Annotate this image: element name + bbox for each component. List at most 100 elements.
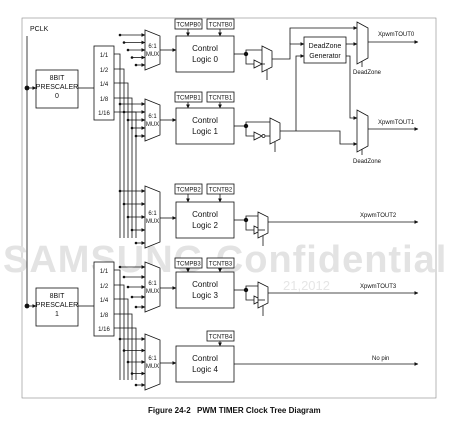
out0-mux [261,45,273,73]
mux-2-dot-1 [122,202,126,206]
tcmpb3-register [174,257,203,269]
tcntb4-label: TCNTB4 [209,335,233,341]
mux-2 [144,185,161,249]
control-logic-2 [175,201,235,239]
mux-1-label2: MUX [146,122,159,128]
bus0-tap-2 [114,82,129,238]
prescaler-0-line2: PRESCALER [36,84,78,91]
out2-mux [257,211,269,239]
control-logic-4-line2: Logic 4 [192,365,218,374]
mux-1-dot-3 [130,126,134,130]
mux-1-label1: 6:1 [148,114,157,120]
ch1-to-dz [295,54,305,131]
output-mux-1 [356,109,369,153]
tcntb0-register [206,18,235,30]
ch0-to-dz [272,42,305,60]
divider-bus-lines [114,33,146,387]
out1-inv-wire [245,126,254,137]
mux-4-dot-1 [122,349,126,352]
tcntb4-register [206,330,235,342]
mux-1-dot-4 [134,134,138,138]
ch1-to-mux1 [280,130,358,146]
mux-0 [144,29,161,71]
mux-0-dot-1 [122,41,126,44]
out0-inverter [253,59,263,69]
figure-frame [21,17,437,399]
bus1-tap-2 [114,298,129,380]
control-logic-3-line2: Logic 3 [192,291,218,300]
channel-3: TCMPB3 TCNTB3 Control Logic 3 [174,257,235,309]
bus1-tap-0 [114,269,121,380]
deadzone-generator [303,36,347,64]
divider-1-tap-4: 1/4 [100,298,109,304]
watermark-sub: 21,2012 [283,278,330,293]
bus1-tap-4 [114,327,137,380]
mux-4-label1: 6:1 [148,356,157,362]
prescaler-1-line3: 1 [55,311,59,318]
bus0-tap-1 [114,68,125,238]
tcmpb1-label: TCMPB1 [176,96,201,102]
control-logic-0-line1: Control [192,44,218,53]
out3-mux [257,281,269,309]
mux-3-dot-0 [118,265,122,269]
mux-2-label2: MUX [146,219,159,225]
divider-1-tap-8: 1/8 [100,313,109,319]
deadzone-label-0: DeadZone [353,70,382,76]
output-mux-0 [356,21,369,65]
tcntb1-label: TCNTB1 [209,96,233,102]
tcntb1-register [206,91,235,103]
bus1-tap-1 [114,284,125,380]
mux-4-dot-4 [134,383,138,387]
mux-0-dot-4 [134,63,138,67]
out1-direct [245,121,270,126]
bus0-tap-4 [114,111,137,238]
out1-inv-bubble [261,134,266,138]
output-nopin: No pin [372,356,389,362]
control-logic-0-line2: Logic 0 [192,55,218,64]
tcntb3-register [206,257,235,269]
out2-inv-wire [245,220,254,231]
divider-1-tap-1: 1/1 [100,269,109,275]
prescaler-0-line3: 0 [55,93,59,100]
mux-0-label2: MUX [146,52,159,58]
mux-3 [144,261,161,313]
control-logic-4-line1: Control [192,354,218,363]
caption-number: Figure 24-2 [148,406,191,415]
prescaler-1-line1: 8BIT [50,293,66,300]
mux-0-dot-0 [118,33,122,37]
tcmpb3-label: TCMPB3 [176,262,201,268]
deadzone-generator-line1: DeadZone [309,43,342,50]
mux-2-dot-4 [134,241,138,245]
mux-3-label2: MUX [146,289,159,295]
tcmpb0-register [174,18,203,30]
caption-title: PWM TIMER Clock Tree Diagram [197,406,321,415]
prescaler-1 [35,287,79,327]
tcmpb2-label: TCMPB2 [176,188,201,194]
prescaler-0-line1: 8BIT [50,75,66,82]
mux-1-dot-1 [122,110,126,114]
mux-1-dot-0 [118,102,122,106]
out3-inv-wire [245,290,254,301]
channel-2: TCMPB2 TCNTB2 Control Logic 2 [174,183,235,239]
control-logic-2-line2: Logic 2 [192,221,218,230]
mux-2-dot-2 [126,215,130,219]
control-logic-0 [175,35,235,73]
divider-1-tap-16: 1/16 [98,327,110,333]
deadzone-label-1: DeadZone [353,159,382,165]
control-logic-1-line2: Logic 1 [192,127,218,136]
mux-2-dot-3 [130,228,134,232]
divider-1-tap-2: 1/2 [100,284,109,290]
tcntb2-label: TCNTB2 [209,188,233,194]
divider-0-tap-4: 1/4 [100,82,109,88]
mux-3-label1: 6:1 [148,281,157,287]
pclk-label: PCLK [30,26,49,33]
channel-1: TCMPB1 TCNTB1 Control Logic 1 [174,91,235,145]
output-paths [234,26,358,316]
out0-direct [245,49,262,54]
tcmpb1-register [174,91,203,103]
mux-4-dot-2 [126,360,130,364]
mux-3-dot-4 [134,305,138,309]
